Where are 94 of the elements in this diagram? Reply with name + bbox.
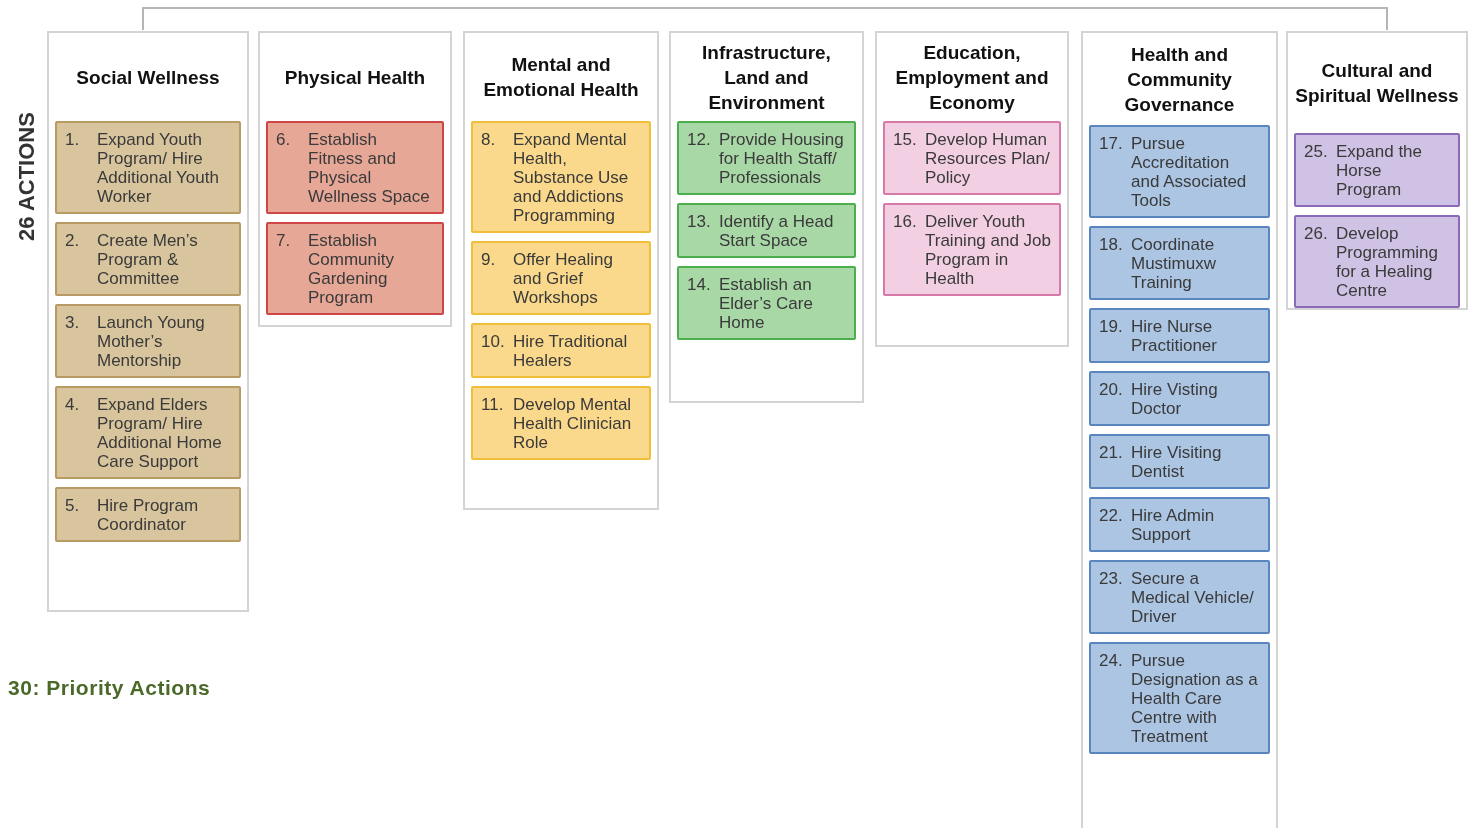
action-text: Develop Mental Health Clinician Role	[513, 395, 633, 452]
action-box	[471, 121, 651, 233]
action-number: 21.	[1099, 443, 1124, 464]
action-text: Hire Admin Support	[1131, 506, 1216, 544]
action-text: Hire Visiting Dentist	[1131, 443, 1223, 481]
action-box	[471, 386, 651, 460]
action-box	[266, 121, 444, 214]
action-box	[1089, 560, 1270, 634]
action-box	[883, 121, 1061, 195]
action-text: Deliver Youth Training and Job Program in Health	[925, 212, 1051, 288]
action-text: Coordinate Mustimuxw Training	[1131, 235, 1217, 292]
action-number: 15.	[893, 130, 918, 151]
action-text: Hire Visting Doctor	[1131, 380, 1219, 418]
action-text: Hire Traditional Healers	[513, 332, 629, 370]
action-number: 14.	[687, 275, 712, 296]
action-box	[1089, 497, 1270, 552]
action-text: Pursue Designation as a Health Care Centre with Treatment	[1131, 651, 1259, 746]
column-heading: Mental and Emotional Health	[482, 53, 640, 102]
action-box	[1294, 215, 1460, 308]
action-number: 22.	[1099, 506, 1124, 527]
action-box	[266, 222, 444, 315]
action-text: Expand the Horse Program	[1336, 142, 1423, 199]
category-column	[47, 31, 249, 612]
action-text: Hire Program Coordinator	[97, 496, 200, 534]
action-text: Provide Housing for Health Staff/ Professionals	[719, 130, 845, 187]
action-number: 1.	[65, 130, 81, 151]
action-number: 26.	[1304, 224, 1329, 245]
action-box	[471, 323, 651, 378]
action-text: Offer Healing and Grief Workshops	[513, 250, 614, 307]
action-number: 19.	[1099, 317, 1124, 338]
category-column	[1286, 31, 1468, 310]
action-text: Pursue Accreditation and Associated Tools	[1131, 134, 1248, 210]
action-box	[883, 203, 1061, 296]
action-text: Develop Human Resources Plan/ Policy	[925, 130, 1051, 187]
action-text: Hire Nurse Practitioner	[1131, 317, 1218, 355]
action-number: 23.	[1099, 569, 1124, 590]
action-number: 9.	[481, 250, 497, 271]
action-text: Develop Programming for a Healing Centre	[1336, 224, 1440, 300]
column-heading: Cultural and Spiritual Wellness	[1294, 59, 1460, 108]
action-number: 8.	[481, 130, 497, 151]
action-box	[1089, 125, 1270, 218]
action-number: 10.	[481, 332, 506, 353]
action-box	[677, 203, 856, 258]
action-number: 5.	[65, 496, 81, 517]
action-number: 13.	[687, 212, 712, 233]
action-box	[1089, 226, 1270, 300]
action-number: 2.	[65, 231, 81, 252]
action-box	[1089, 308, 1270, 363]
action-box	[677, 121, 856, 195]
action-text: Establish Community Gardening Program	[308, 231, 395, 307]
action-number: 16.	[893, 212, 918, 233]
action-box	[677, 266, 856, 340]
action-number: 18.	[1099, 235, 1124, 256]
action-number: 24.	[1099, 651, 1124, 672]
action-text: Expand Youth Program/ Hire Additional Youth Worker	[97, 130, 220, 206]
action-number: 11.	[481, 395, 505, 416]
action-box	[1089, 434, 1270, 489]
column-heading: Social Wellness	[76, 65, 220, 90]
action-box	[55, 386, 241, 479]
action-text: Expand Elders Program/ Hire Additional Home Care Support	[97, 395, 223, 471]
category-column	[669, 31, 864, 403]
action-box	[55, 304, 241, 378]
action-number: 4.	[65, 395, 81, 416]
action-text: Expand Mental Health, Substance Use and Addictions Programming	[513, 130, 630, 225]
action-number: 20.	[1099, 380, 1124, 401]
action-number: 25.	[1304, 142, 1329, 163]
action-text: Secure a Medical Vehicle/ Driver	[1131, 569, 1255, 626]
action-number: 6.	[276, 130, 292, 151]
action-text: Create Men’s Program & Committee	[97, 231, 199, 288]
action-box	[55, 121, 241, 214]
column-heading: Infrastructure, Land and Environment	[701, 40, 832, 115]
action-box	[1294, 133, 1460, 207]
column-heading: Education, Employment and Economy	[894, 40, 1050, 115]
action-number: 3.	[65, 313, 81, 334]
column-heading: Health and Community Governance	[1123, 42, 1236, 117]
action-box	[55, 222, 241, 296]
category-column	[875, 31, 1069, 347]
action-box	[471, 241, 651, 315]
vertical-label: 26 ACTIONS	[12, 111, 40, 243]
action-number: 12.	[687, 130, 712, 151]
action-number: 17.	[1099, 134, 1124, 155]
action-box	[1089, 642, 1270, 754]
action-box	[1089, 371, 1270, 426]
action-text: Establish an Elder’s Care Home	[719, 275, 814, 332]
category-column	[1081, 31, 1278, 828]
action-text: Identify a Head Start Space	[719, 212, 835, 250]
action-box	[55, 487, 241, 542]
category-column	[463, 31, 659, 510]
caption: 30: Priority Actions	[8, 675, 211, 701]
column-heading: Physical Health	[284, 65, 426, 90]
action-number: 7.	[276, 231, 292, 252]
action-text: Launch Young Mother’s Mentorship	[97, 313, 206, 370]
action-text: Establish Fitness and Physical Wellness Space	[308, 130, 431, 206]
category-column	[258, 31, 452, 327]
